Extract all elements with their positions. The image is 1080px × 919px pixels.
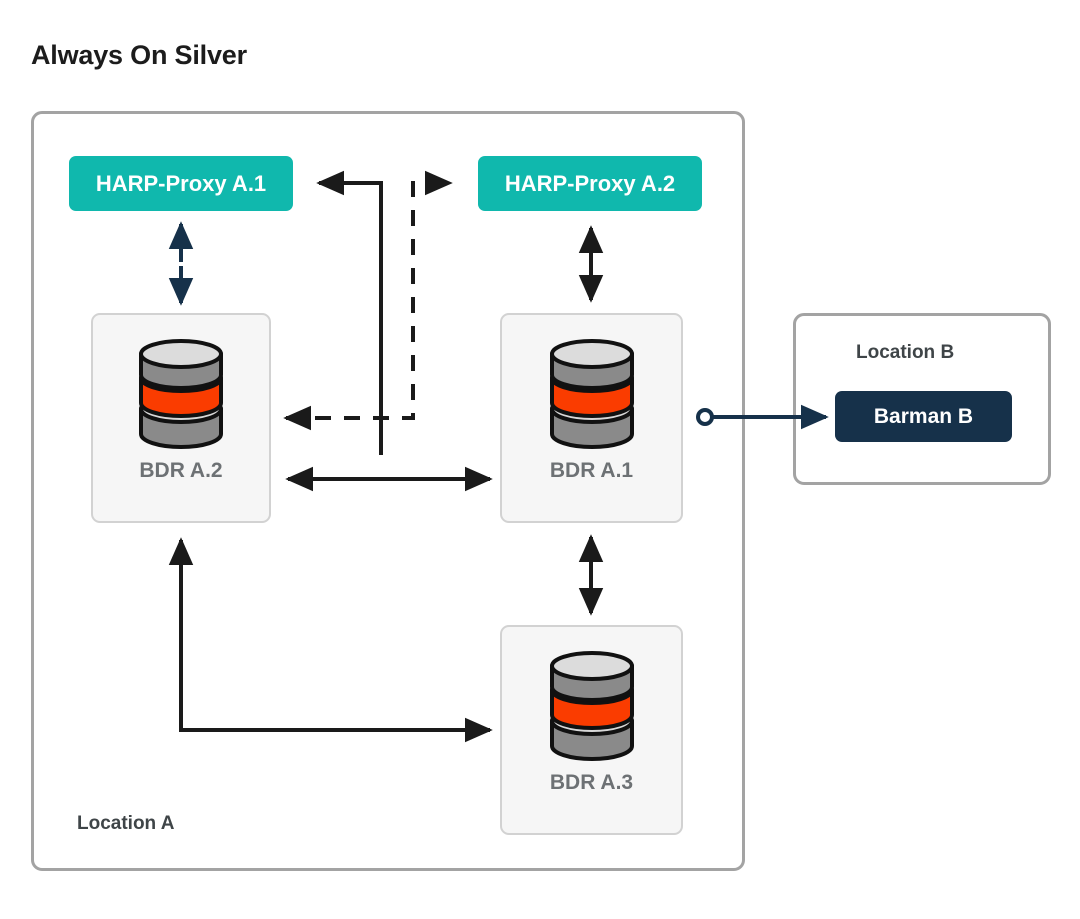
location-b-label: Location B [856,342,955,363]
page-title: Always On Silver [31,40,247,70]
database-icon [549,339,634,449]
bdr-node-a1[interactable]: BDR A.1 [500,313,683,523]
bdr-node-a3-label: BDR A.3 [549,771,634,794]
harp-proxy-a1[interactable]: HARP-Proxy A.1 [69,156,293,211]
bdr-node-a3[interactable]: BDR A.3 [500,625,683,835]
bdr-node-a2-label: BDR A.2 [139,459,223,482]
barman-b-node[interactable]: Barman B [835,391,1012,442]
location-a-label: Location A [77,813,175,834]
database-icon [549,651,634,761]
harp-proxy-a2[interactable]: HARP-Proxy A.2 [478,156,702,211]
database-icon [139,339,223,449]
bdr-node-a1-label: BDR A.1 [549,459,634,482]
bdr-node-a2[interactable]: BDR A.2 [91,313,271,523]
